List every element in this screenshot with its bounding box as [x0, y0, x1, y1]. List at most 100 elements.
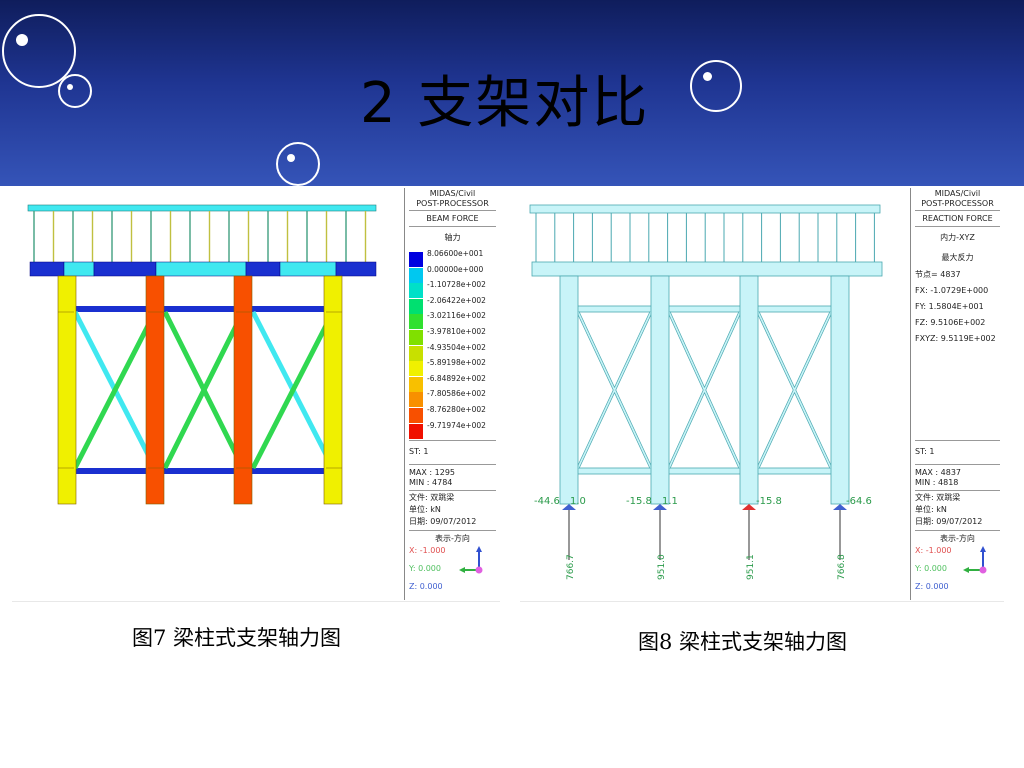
support-label: -15.8	[756, 496, 782, 507]
legend-swatch	[409, 376, 423, 392]
legend-value: 8.06600e+001	[427, 249, 484, 258]
cap-beam-segment	[155, 261, 247, 277]
legend-swatch	[409, 361, 423, 377]
software-name: MIDAS/Civil	[429, 189, 476, 198]
view-direction: 表示-方向	[435, 534, 470, 543]
axis-triad-icon	[963, 546, 987, 574]
legend-swatch	[409, 392, 423, 408]
max-value: MAX : 1295	[409, 468, 455, 477]
x-bracing-fill	[668, 311, 741, 469]
support-marker	[562, 504, 576, 510]
file-name: 文件: 双跳梁	[409, 493, 455, 502]
axis-z-value: Z: 0.000	[409, 582, 443, 591]
bubble-decoration	[690, 60, 742, 112]
software-name: MIDAS/Civil	[934, 189, 981, 198]
column	[57, 275, 77, 505]
unit-label: 单位: kN	[915, 505, 947, 514]
axis-y-value: Y: 0.000	[409, 564, 441, 573]
support-marker	[742, 504, 756, 510]
legend-value: -3.02116e+002	[427, 311, 486, 321]
legend-value: -3.97810e+002	[427, 327, 486, 336]
legend-value: -6.84892e+002	[427, 373, 486, 383]
beam-force-panel: MIDAS/Civil POST-PROCESSOR BEAM FORCE 轴力…	[12, 188, 500, 602]
reaction-force-legend: MIDAS/Civil POST-PROCESSOR REACTION FORC…	[910, 188, 1004, 600]
step-label: ST: 1	[915, 447, 935, 456]
support-marker	[833, 504, 847, 510]
cap-beam-segment	[335, 261, 377, 277]
horizontal-brace	[70, 306, 330, 312]
legend-swatch	[409, 252, 423, 267]
max-reaction-label: 最大反力	[941, 253, 974, 262]
figure-caption-left: 图7 梁柱式支架轴力图	[132, 626, 342, 650]
support-label: -15.8	[626, 496, 652, 507]
date-label: 日期: 09/07/2012	[915, 517, 983, 526]
support-label: -44.6	[534, 496, 560, 507]
fy-value: FY: 1.5804E+001	[915, 302, 984, 311]
legend-value: -4.93504e+002	[427, 342, 486, 352]
bubble-decoration	[276, 142, 320, 186]
node-number: 节点= 4837	[915, 270, 961, 279]
legend-value: -5.89198e+002	[427, 358, 486, 368]
legend-swatch	[409, 408, 423, 423]
x-bracing-fill	[577, 311, 652, 469]
legend-swatch	[409, 298, 423, 314]
deck-top-chord	[529, 204, 881, 214]
min-value: MIN : 4818	[915, 478, 959, 487]
column	[233, 275, 253, 505]
column	[145, 275, 165, 505]
cap-beam-segment	[93, 261, 157, 277]
deck-top-chord	[27, 204, 377, 212]
cap-beam-segment	[29, 261, 65, 277]
column	[739, 275, 759, 505]
bubble-decoration	[58, 74, 92, 108]
legend-value: -8.76280e+002	[427, 405, 486, 414]
cap-beam	[531, 261, 883, 277]
reaction-value: 766.8	[837, 554, 847, 580]
step-label: ST: 1	[409, 447, 429, 456]
horizontal-brace	[70, 468, 330, 474]
axis-y-value: Y: 0.000	[915, 564, 947, 573]
column	[830, 275, 850, 505]
cap-beam-segment	[245, 261, 281, 277]
min-value: MIN : 4784	[409, 478, 453, 487]
force-component: 轴力	[444, 233, 461, 242]
x-bracing	[162, 310, 246, 470]
date-label: 日期: 09/07/2012	[409, 517, 477, 526]
column	[650, 275, 670, 505]
legend-value: -7.80586e+002	[427, 389, 486, 399]
max-value: MAX : 4837	[915, 468, 961, 477]
legend-swatch	[409, 267, 423, 283]
beam-force-diagram	[27, 204, 377, 505]
axis-x-value: X: -1.000	[915, 546, 952, 555]
module-name: POST-PROCESSOR	[921, 199, 994, 208]
fxyz-value: FXYZ: 9.5119E+002	[915, 334, 996, 343]
legend-swatch	[409, 314, 423, 330]
x-bracing	[72, 310, 158, 470]
fx-value: FX: -1.0729E+000	[915, 286, 989, 295]
view-direction: 表示-方向	[940, 534, 975, 543]
horizontal-brace	[567, 305, 841, 313]
beam-force-legend: MIDAS/Civil POST-PROCESSOR BEAM FORCE 轴力…	[404, 188, 500, 600]
legend-value: -2.06422e+002	[427, 295, 486, 305]
file-name: 文件: 双跳梁	[915, 493, 961, 502]
support-label: -64.6	[846, 496, 872, 507]
axis-x-value: X: -1.000	[409, 546, 446, 555]
x-bracing	[250, 310, 336, 470]
cap-beam-segment	[63, 261, 95, 277]
legend-swatch	[409, 283, 423, 299]
legend-value: -1.10728e+002	[427, 280, 486, 290]
axis-z-value: Z: 0.000	[915, 582, 949, 591]
legend-swatch	[409, 423, 423, 439]
unit-label: 单位: kN	[409, 505, 441, 514]
legend-value: 0.00000e+000	[427, 264, 484, 274]
support-label: 1.0	[570, 496, 586, 507]
bubble-decoration	[2, 14, 76, 88]
figure-caption-right: 图8 梁柱式支架轴力图	[638, 630, 848, 654]
reaction-value: 766.7	[566, 554, 576, 580]
x-bracing-fill	[757, 311, 832, 469]
cap-beam-segment	[279, 261, 337, 277]
support-marker	[653, 504, 667, 510]
slide-header: 2 支架对比	[0, 0, 1024, 186]
